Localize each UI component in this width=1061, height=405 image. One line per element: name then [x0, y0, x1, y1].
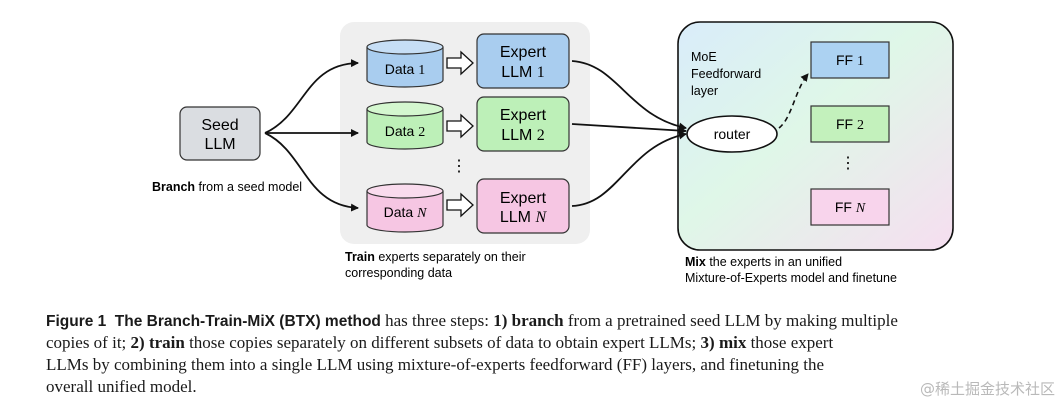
branch-arrow-1 — [264, 59, 359, 134]
expert-llm-2-box — [476, 96, 570, 152]
router-label: router — [714, 126, 751, 142]
mix-caption-line1: Mix the experts in an unified — [685, 255, 842, 269]
moe-label-line2: Feedforward — [691, 67, 761, 81]
expert-llm-1-box — [476, 33, 570, 89]
mix-arrow-1 — [571, 60, 687, 131]
watermark: @稀土掘金技术社区 — [919, 380, 1055, 398]
moe-label-line1: MoE — [691, 50, 717, 64]
expert-llm-1-line1: Expert — [500, 44, 547, 61]
caption-step-word: branch — [511, 311, 564, 330]
dataset-1: Data 1 — [366, 39, 444, 88]
moe-label-line3: layer — [691, 84, 718, 98]
ff-2-label: FF 2 — [836, 116, 864, 133]
caption-figure-label: Figure 1 — [46, 313, 107, 330]
expert-llm-2-line2: LLM 2 — [501, 127, 545, 144]
expert-llm-1-line2: LLM 1 — [501, 64, 545, 81]
branch-caption-rest: from a seed model — [195, 180, 302, 194]
ff-2-box — [810, 105, 890, 143]
dataset-n: Data N — [366, 183, 444, 233]
btx-diagram: Seed LLM Branch from a seed model Data 1… — [152, 21, 954, 285]
train-caption-line2: corresponding data — [345, 266, 452, 280]
train-caption-line1: Train experts separately on their — [345, 250, 526, 264]
mix-caption-line2: Mixture-of-Experts model and finetune — [685, 271, 897, 285]
ff-n-label: FF N — [835, 199, 866, 216]
caption-text: those expert — [746, 333, 834, 352]
seed-llm-box — [179, 106, 261, 161]
caption-line-1: Figure 1 The Branch-Train-MiX (BTX) meth… — [46, 310, 898, 333]
dataset-1-label: Data 1 — [385, 61, 425, 78]
router-dashed-arrow — [778, 73, 809, 129]
caption-step-number: 3) — [700, 333, 715, 352]
ff-1-box — [810, 41, 890, 79]
caption-step-word: train — [148, 333, 185, 352]
caption-title: The Branch-Train-MiX (BTX) method — [114, 313, 381, 330]
caption-step-number: 1) — [493, 311, 508, 330]
seed-llm-line1: Seed — [201, 117, 238, 134]
caption-step-word: mix — [718, 333, 747, 352]
caption-line-3: LLMs by combining them into a single LLM… — [46, 355, 825, 374]
caption-line-4: overall unified model. — [46, 377, 197, 396]
caption-step-number: 2) — [130, 333, 145, 352]
branch-caption-bold: Branch — [152, 180, 195, 194]
train-arrow-1 — [446, 50, 474, 76]
expert-llm-n-line2: LLM N — [500, 209, 548, 226]
train-arrow-n — [446, 192, 474, 218]
ff-1-label: FF 1 — [836, 52, 864, 69]
branch-caption: Branch from a seed model — [152, 180, 302, 194]
datasets-ellipsis: ⋮ — [451, 158, 467, 175]
expert-llm-n-box — [476, 178, 570, 234]
router-node — [686, 115, 778, 153]
caption-text: has three steps: — [380, 311, 494, 330]
seed-llm-line2: LLM — [204, 136, 235, 153]
mix-arrow-n — [571, 131, 687, 207]
caption-text: from a pretrained seed LLM by making mul… — [563, 311, 898, 330]
branch-arrow-3 — [264, 132, 359, 212]
ff-n-box — [810, 188, 890, 226]
train-arrow-2 — [446, 113, 474, 139]
ff-ellipsis: ⋮ — [840, 155, 856, 172]
dataset-2-label: Data 2 — [385, 123, 425, 140]
dataset-2: Data 2 — [366, 101, 444, 150]
expert-llm-2-line1: Expert — [500, 107, 547, 124]
caption-text: those copies separately on different sub… — [184, 333, 701, 352]
dataset-n-label: Data N — [384, 204, 427, 221]
caption-text: copies of it; — [46, 333, 131, 352]
mix-arrow-2 — [571, 123, 687, 135]
expert-llm-n-line1: Expert — [500, 190, 547, 207]
caption-line-2: copies of it; 2) train those copies sepa… — [46, 332, 833, 354]
